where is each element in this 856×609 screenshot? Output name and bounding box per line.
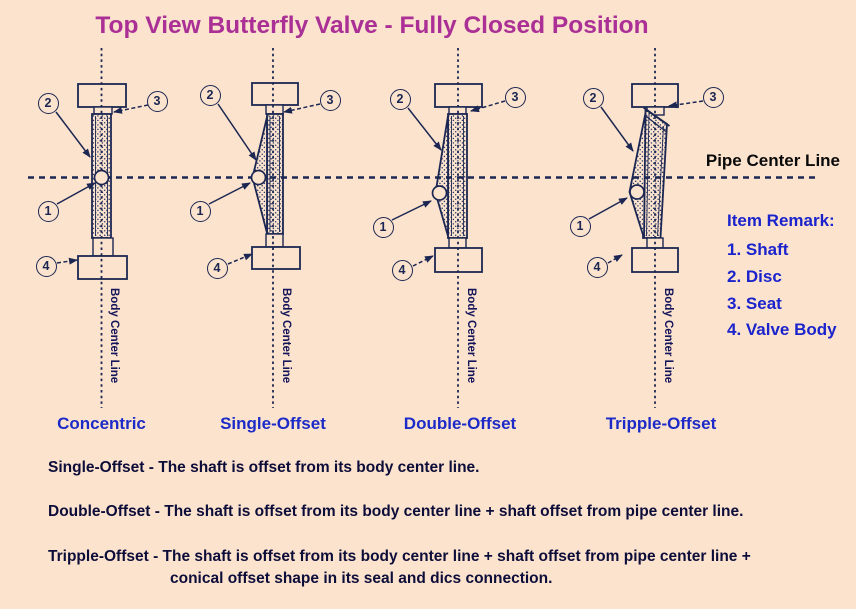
body-center-line-label-tripple: Body Center Line bbox=[662, 288, 674, 384]
arrow-shaft bbox=[391, 200, 432, 221]
arrow-disc bbox=[217, 103, 257, 161]
shaft bbox=[629, 184, 645, 200]
body-center-line-label-concentric: Body Center Line bbox=[108, 288, 120, 384]
callout-body-double: 4 bbox=[391, 259, 413, 281]
top-neck bbox=[265, 104, 284, 115]
description-tripple-offset-line1: Tripple-Offset - The shaft is offset fro… bbox=[48, 548, 751, 565]
arrow-disc bbox=[600, 106, 634, 152]
bottom-flange bbox=[251, 246, 301, 270]
arrow-body bbox=[412, 255, 434, 267]
disc-inner-line bbox=[657, 125, 664, 237]
callout-body-single: 4 bbox=[206, 257, 228, 279]
arrow-body bbox=[607, 254, 623, 264]
callout-shaft-concentric: 1 bbox=[37, 200, 59, 222]
item-remark-disc: 2. Disc bbox=[727, 267, 782, 286]
description-tripple-offset-line2: conical offset shape in its seal and dic… bbox=[170, 570, 553, 587]
disc-inner-line bbox=[646, 112, 650, 237]
callout-seat-single: 3 bbox=[319, 89, 341, 111]
arrow-shaft bbox=[208, 182, 251, 205]
conical-seat-line bbox=[642, 106, 671, 127]
arrow-disc bbox=[407, 107, 442, 151]
callout-seat-concentric: 3 bbox=[146, 90, 168, 112]
callout-shaft-single: 1 bbox=[189, 200, 211, 222]
item-remark-valve-body: 4. Valve Body bbox=[727, 320, 837, 339]
item-remark-shaft: 1. Shaft bbox=[727, 240, 789, 259]
description-double-offset: Double-Offset - The shaft is offset from… bbox=[48, 503, 744, 520]
item-remark-heading: Item Remark: bbox=[727, 211, 835, 230]
bottom-flange bbox=[77, 255, 128, 280]
valve-diagram-concentric bbox=[77, 83, 128, 280]
bottom-neck bbox=[92, 237, 114, 257]
valve-type-label-tripple: Tripple-Offset bbox=[605, 414, 717, 433]
pipe-center-line-label: Pipe Center Line bbox=[705, 151, 840, 170]
shaft-circles bbox=[93, 169, 645, 201]
callout-shaft-double: 1 bbox=[372, 216, 394, 238]
description-single-offset: Single-Offset - The shaft is offset from… bbox=[48, 459, 480, 476]
arrow-seat bbox=[113, 104, 149, 114]
valve-type-label-concentric: Concentric bbox=[57, 414, 146, 433]
top-flange bbox=[251, 82, 299, 106]
callout-arrows bbox=[55, 100, 704, 267]
callout-shaft-tripple: 1 bbox=[569, 215, 591, 237]
valve-type-label-single: Single-Offset bbox=[220, 414, 326, 433]
page-title: Top View Butterfly Valve - Fully Closed … bbox=[95, 12, 649, 39]
shaft bbox=[93, 169, 110, 186]
callout-body-tripple: 4 bbox=[586, 256, 608, 278]
arrow-disc bbox=[55, 111, 91, 158]
bottom-neck bbox=[265, 233, 284, 248]
shaft bbox=[431, 185, 448, 201]
disc-offset-wedge bbox=[434, 115, 449, 237]
callout-disc-single: 2 bbox=[199, 84, 221, 106]
item-remark-seat: 3. Seat bbox=[727, 294, 782, 313]
arrow-seat bbox=[470, 100, 506, 113]
arrow-shaft bbox=[56, 182, 96, 205]
valve-diagram-single-offset bbox=[251, 82, 301, 270]
arrow-body bbox=[227, 253, 253, 265]
disc-offset-wedge bbox=[628, 112, 647, 239]
callout-seat-tripple: 3 bbox=[702, 86, 724, 108]
callout-body-concentric: 4 bbox=[35, 255, 57, 277]
shaft bbox=[250, 169, 267, 186]
arrow-body bbox=[56, 257, 78, 265]
valve-diagrams-canvas bbox=[28, 48, 818, 408]
callout-seat-double: 3 bbox=[504, 86, 526, 108]
callout-disc-tripple: 2 bbox=[582, 87, 604, 109]
arrow-seat bbox=[668, 100, 704, 109]
arrow-shaft bbox=[588, 197, 628, 220]
body-center-line-label-double: Body Center Line bbox=[465, 288, 477, 384]
valve-type-label-double: Double-Offset bbox=[403, 414, 517, 433]
disc bbox=[266, 113, 284, 235]
callout-disc-double: 2 bbox=[389, 88, 411, 110]
callout-disc-concentric: 2 bbox=[37, 92, 59, 114]
top-neck bbox=[93, 106, 113, 115]
body-center-line-label-single: Body Center Line bbox=[280, 288, 292, 384]
